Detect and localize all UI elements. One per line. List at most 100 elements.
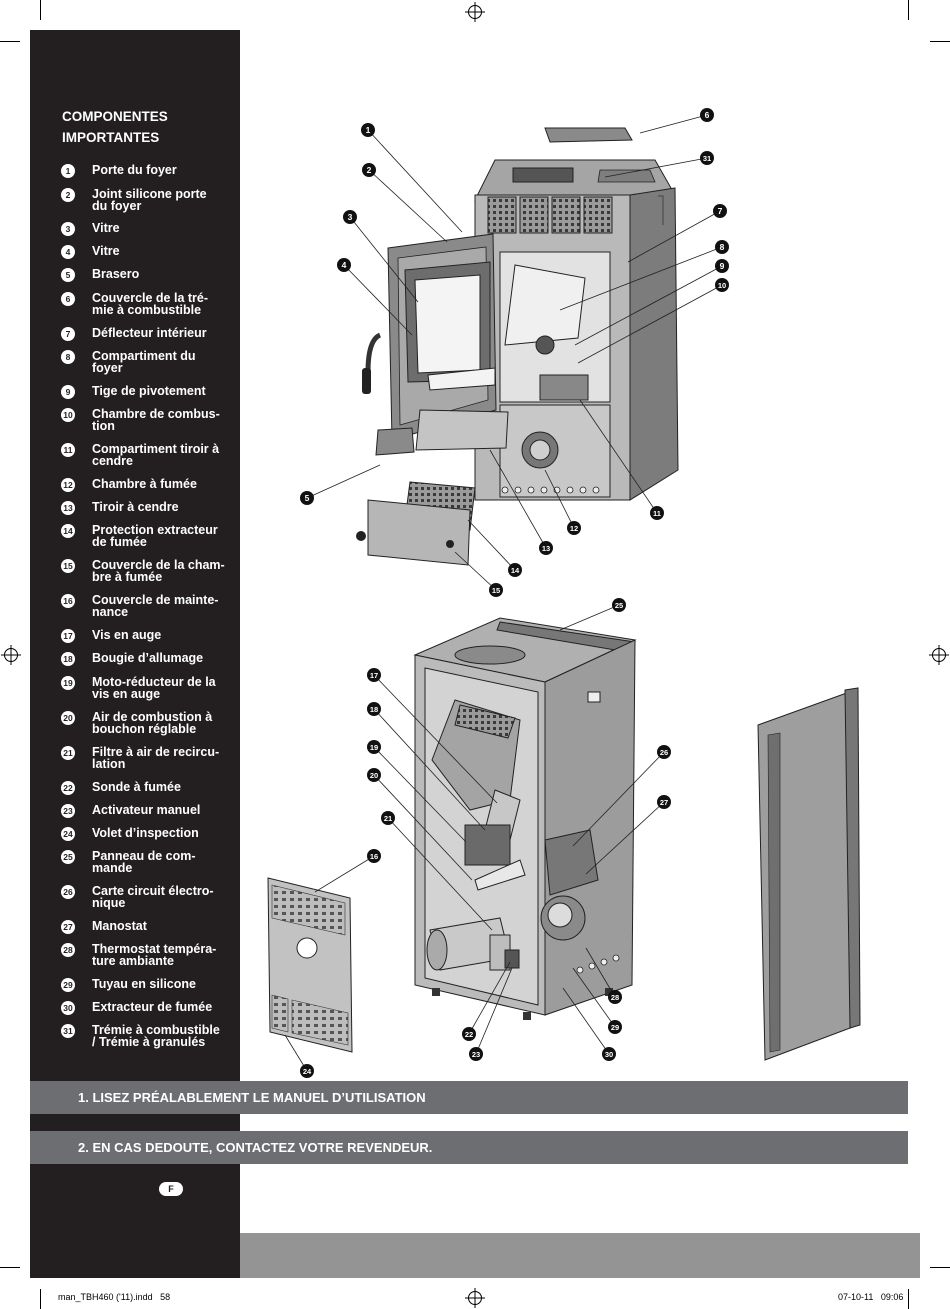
legend-label: Porte du foyer (92, 163, 177, 177)
legend-number-badge: 2 (61, 188, 75, 202)
legend-label: Brasero (92, 267, 140, 281)
callout-leader-line (468, 961, 511, 1035)
callout-leader-line (373, 746, 467, 843)
callout-leader-line (579, 399, 658, 514)
legend-number-badge: 13 (61, 501, 75, 515)
diagram-callout: 5 (300, 491, 314, 505)
callout-leader-line (627, 210, 721, 263)
diagram-callout: 12 (567, 521, 581, 535)
top-stove-drawing (356, 127, 679, 566)
callout-number: 13 (542, 544, 550, 553)
legend-number-badge: 16 (61, 594, 75, 608)
callout-marker (715, 240, 729, 254)
callout-number: 29 (611, 1023, 619, 1032)
diagram-callout: 31 (700, 151, 714, 165)
callout-leader-line (574, 265, 723, 346)
crop-mark (0, 41, 20, 42)
diagram-callout: 11 (650, 506, 664, 520)
callout-leader-line (373, 774, 473, 881)
callout-leader-line (559, 246, 723, 311)
stove-exploded-diagrams: 1234567891011121314151617181920212223242… (267, 108, 861, 1078)
callout-marker (700, 151, 714, 165)
legend-number-badge: 29 (61, 978, 75, 992)
legend-number-badge: 3 (61, 222, 75, 236)
callout-leader-line (387, 817, 493, 931)
bottom-stove-drawing (413, 617, 637, 1020)
legend-number-badge: 12 (61, 478, 75, 492)
legend-number-badge: 31 (61, 1024, 75, 1038)
diagram-callout: 25 (612, 598, 626, 612)
callout-number: 3 (348, 212, 353, 222)
callout-leader-line (475, 967, 513, 1055)
diagram-callout: 22 (462, 1027, 476, 1041)
crop-mark (908, 0, 909, 20)
instruction-banner-1: 1. LISEZ PRÉALABLEMENT LE MANUEL D’UTILI… (30, 1081, 908, 1114)
legend-label: Compartiment tiroir à cendre (92, 442, 220, 468)
legend-number-badge: 4 (61, 245, 75, 259)
callout-leader-line (577, 284, 723, 364)
callout-marker (489, 583, 503, 597)
diagram-callout: 16 (367, 849, 381, 863)
diagram-callout: 3 (343, 210, 357, 224)
diagram-callout: 7 (713, 204, 727, 218)
legend-label: Thermostat tempéra- ture ambiante (92, 942, 217, 968)
callout-marker (608, 990, 622, 1004)
callout-leader-line (343, 264, 413, 336)
legend-number-badge: 10 (61, 408, 75, 422)
callout-number: 10 (718, 281, 726, 290)
legend-label: Chambre de combus- tion (92, 407, 220, 433)
legend-label: Tuyau en silicone (92, 977, 196, 991)
callout-leader-line (467, 519, 516, 571)
callout-number: 19 (370, 743, 378, 752)
diagram-callout: 19 (367, 740, 381, 754)
callout-number: 18 (370, 705, 378, 714)
callout-marker (361, 123, 375, 137)
callout-leader-line (454, 551, 497, 591)
legend-number-badge: 26 (61, 885, 75, 899)
diagram-callout: 15 (489, 583, 503, 597)
diagram-callout: 10 (715, 278, 729, 292)
callout-number: 21 (384, 814, 392, 823)
legend-label: Compartiment du foyer (92, 349, 196, 375)
callout-number: 5 (305, 493, 310, 503)
legend-label: Tige de pivotement (92, 384, 206, 398)
crop-mark (908, 1289, 909, 1309)
callout-marker (343, 210, 357, 224)
diagram-callout: 20 (367, 768, 381, 782)
legend-label: Trémie à combustible / Trémie à granulés (92, 1023, 220, 1049)
legend-number-badge: 28 (61, 943, 75, 957)
callout-marker (367, 849, 381, 863)
legend-number-badge: 20 (61, 711, 75, 725)
callout-leader-line (489, 449, 547, 549)
callout-number: 7 (718, 206, 723, 216)
legend-number-badge: 9 (61, 385, 75, 399)
callout-leader-line (349, 216, 419, 303)
callout-leader-line (306, 464, 381, 499)
diagram-callout: 24 (300, 1064, 314, 1078)
callout-number: 31 (703, 154, 711, 163)
callout-number: 17 (370, 671, 378, 680)
legend-label: Air de combustion à bouchon réglable (92, 710, 213, 736)
legend-number-badge: 18 (61, 652, 75, 666)
legend-number-badge: 1 (61, 164, 75, 178)
crop-mark (930, 41, 950, 42)
legend-number-badge: 23 (61, 804, 75, 818)
slug-datetime: 07-10-11 09:06 (838, 1292, 904, 1302)
registration-mark-icon (932, 648, 946, 662)
callout-marker (715, 259, 729, 273)
legend-label: Tiroir à cendre (92, 500, 179, 514)
callout-leader-line (373, 674, 498, 804)
callout-number: 2 (367, 165, 372, 175)
callout-number: 1 (366, 125, 371, 135)
diagram-callout: 21 (381, 811, 395, 825)
maintenance-cover-drawing (267, 877, 353, 1053)
legend-number-badge: 30 (61, 1001, 75, 1015)
legend-label: Couvercle de la cham- bre à fumée (92, 558, 225, 584)
callout-number: 4 (342, 260, 347, 270)
legend-number-badge: 24 (61, 827, 75, 841)
callout-number: 28 (611, 993, 619, 1002)
callout-number: 25 (615, 601, 623, 610)
legend-number-badge: 5 (61, 268, 75, 282)
legend-label: Vitre (92, 244, 120, 258)
callout-leader-line (585, 801, 665, 875)
